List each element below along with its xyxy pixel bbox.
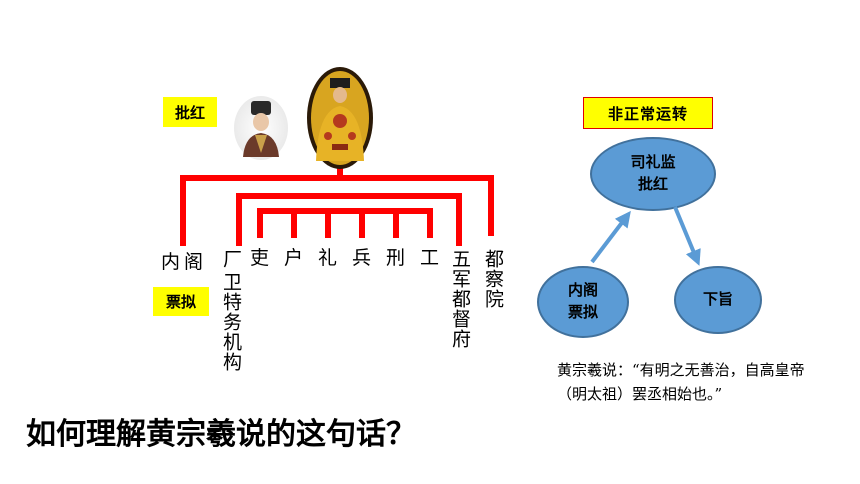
neige-line1: 内阁	[567, 281, 598, 300]
question-title: 如何理解黄宗羲说的这句话？	[26, 417, 416, 452]
xiazhi-ellipse: 下旨	[674, 266, 762, 334]
dept-duchayuan: 都察院	[482, 249, 504, 309]
neige-line2: 票拟	[567, 303, 598, 321]
neige-ellipse: 内阁 票拟	[537, 266, 629, 338]
xiazhi-label: 下旨	[702, 290, 733, 309]
dept-neige: 内阁	[161, 251, 208, 273]
silijian-line2: 批红	[637, 175, 668, 193]
eunuch-portrait-icon	[234, 96, 288, 160]
arrow-down-icon	[673, 206, 701, 266]
dept-li-rites: 礼	[318, 247, 338, 269]
silijian-line1: 司礼监	[630, 153, 676, 172]
dept-wujun: 五军都督府	[449, 249, 471, 349]
pihong-label: 批红	[163, 97, 217, 127]
dept-hu: 户	[284, 247, 304, 269]
huang-zongxi-quote: 黄宗羲说：“有明之无善治，自高皇帝（明太祖）罢丞相始也。”	[557, 361, 805, 403]
emperor-portrait-icon	[307, 67, 373, 169]
dept-bing: 兵	[352, 247, 372, 269]
dept-weite: 卫特务机构	[220, 272, 242, 372]
silijian-ellipse: 司礼监 批红	[590, 137, 716, 211]
dept-xing: 刑	[386, 247, 406, 269]
piaoni-label: 票拟	[153, 287, 209, 316]
dept-li-official: 吏	[250, 247, 270, 269]
dept-chang: 厂	[220, 249, 242, 269]
dept-gong: 工	[420, 247, 440, 269]
abnormal-label: 非正常运转	[583, 97, 713, 129]
arrow-up-icon	[590, 210, 631, 264]
